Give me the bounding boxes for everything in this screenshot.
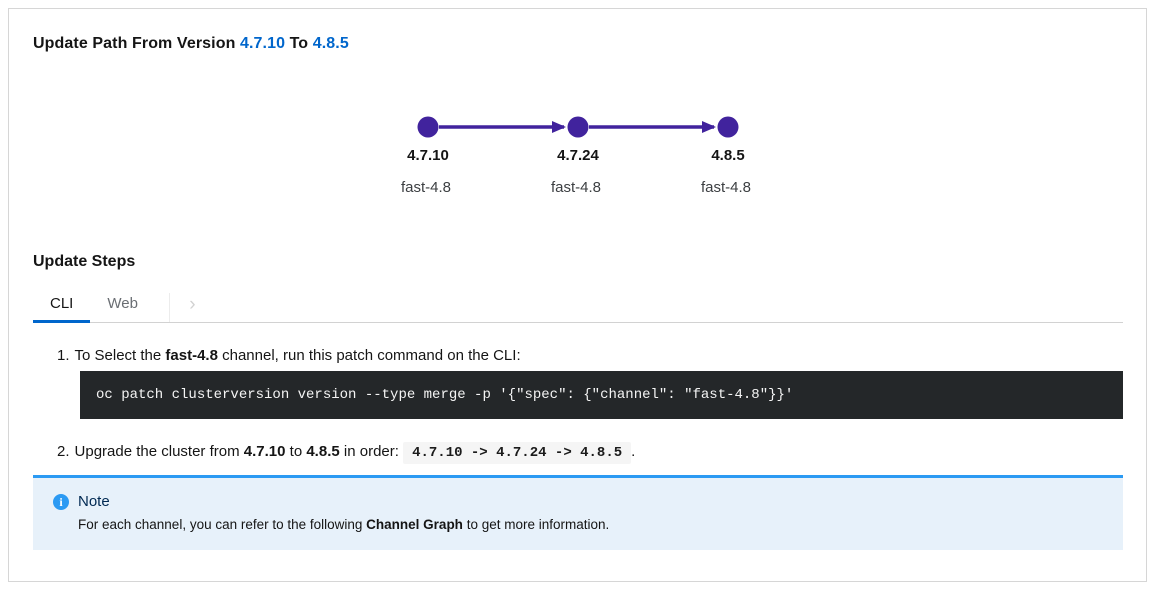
graph-node-4-8-5[interactable]	[717, 116, 739, 138]
graph-node-4-7-24[interactable]	[567, 116, 589, 138]
step-number: 1.	[57, 347, 70, 364]
step-text-segment: To Select the	[74, 347, 166, 364]
chevron-right-icon: ›	[189, 294, 196, 315]
note-title: Note	[78, 493, 110, 510]
patch-command-code-block: oc patch clusterversion version --type m…	[80, 371, 1123, 419]
note-alert: i Note For each channel, you can refer t…	[33, 475, 1123, 550]
step-2-text: 2.Upgrade the cluster from 4.7.10 to 4.8…	[57, 442, 1123, 464]
node-version-label: 4.8.5	[711, 147, 745, 164]
step-number: 2.	[57, 443, 70, 460]
step-1: 1.To Select the fast-4.8 channel, run th…	[33, 347, 1123, 419]
upgrade-order-inline-code: 4.7.10 -> 4.7.24 -> 4.8.5	[403, 442, 632, 464]
title-to-version: 4.8.5	[312, 35, 349, 52]
to-version-bold: 4.8.5	[306, 443, 340, 460]
node-channel-label: fast-4.8	[400, 179, 452, 196]
update-path-card: Update Path From Version 4.7.10 To 4.8.5…	[8, 8, 1147, 582]
tab-cli[interactable]: CLI	[33, 293, 91, 323]
node-version-label: 4.7.24	[557, 147, 599, 164]
info-circle-icon: i	[53, 493, 69, 510]
update-path-graph: 4.7.10 4.7.24 4.8.5 fast-4.8 fast-4.8 fa…	[398, 107, 758, 203]
node-channel-label: fast-4.8	[550, 179, 602, 196]
step-1-text: 1.To Select the fast-4.8 channel, run th…	[57, 347, 1123, 364]
graph-canvas	[417, 116, 739, 138]
step-text-segment: to	[285, 443, 307, 460]
title-text: Update Path From Version	[33, 35, 240, 52]
tab-overflow-button[interactable]: ›	[168, 293, 215, 322]
step-text-segment: channel, run this patch command on the C…	[217, 347, 521, 364]
tab-web[interactable]: Web	[107, 295, 138, 312]
note-body: For each channel, you can refer to the f…	[78, 517, 1107, 532]
note-text-segment: to get more information.	[462, 517, 610, 532]
channel-graph-bold: Channel Graph	[366, 517, 463, 532]
note-header: i Note	[53, 493, 1107, 510]
step-text-segment: Upgrade the cluster from	[74, 443, 244, 460]
from-version-bold: 4.7.10	[243, 443, 286, 460]
page-title: Update Path From Version 4.7.10 To 4.8.5	[33, 35, 1123, 53]
title-from-version: 4.7.10	[239, 35, 286, 52]
channel-name-bold: fast-4.8	[165, 347, 218, 364]
steps-tab-bar: CLI Web ›	[33, 293, 1123, 323]
update-steps-heading: Update Steps	[33, 253, 136, 270]
node-channel-label: fast-4.8	[700, 179, 752, 196]
graph-node-4-7-10[interactable]	[417, 116, 439, 138]
note-text-segment: For each channel, you can refer to the f…	[78, 517, 367, 532]
node-version-label: 4.7.10	[407, 147, 449, 164]
step-text-segment: .	[631, 443, 636, 460]
title-to-word: To	[285, 35, 313, 52]
step-text-segment: in order:	[339, 443, 404, 460]
step-2: 2.Upgrade the cluster from 4.7.10 to 4.8…	[33, 442, 1123, 464]
